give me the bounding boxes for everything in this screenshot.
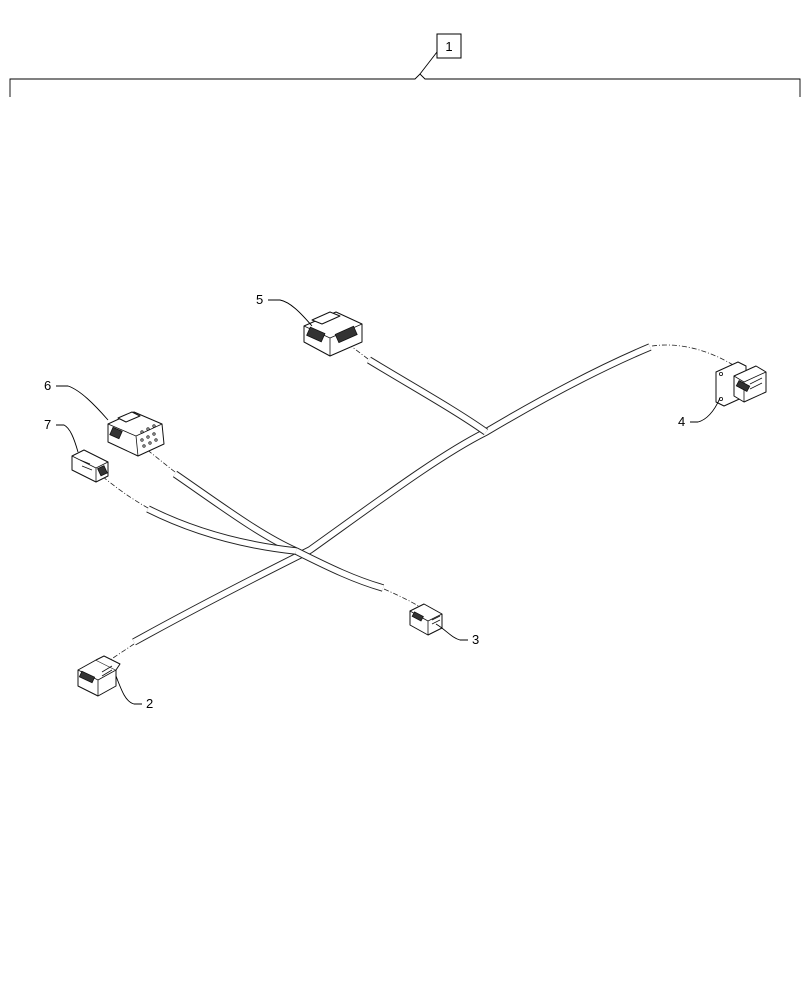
connector-2	[77, 655, 121, 697]
callout-3: 3	[472, 632, 479, 647]
callout-numbers: 2 3 4 5 6 7	[44, 292, 685, 711]
callout-6: 6	[44, 378, 51, 393]
connector-3	[409, 603, 443, 636]
wire-branch-7	[146, 505, 297, 555]
harness-wires	[132, 343, 652, 646]
callout-leaders	[56, 299, 721, 705]
connector-7	[71, 449, 109, 483]
connector-6	[107, 411, 165, 457]
connector-5	[303, 311, 363, 357]
connection-links	[101, 339, 739, 661]
connector-4	[715, 361, 767, 407]
assembly-callout-number: 1	[445, 39, 452, 54]
assembly-callout-box	[436, 33, 462, 59]
callout-5: 5	[256, 292, 263, 307]
callout-2: 2	[146, 696, 153, 711]
callout-4: 4	[678, 414, 685, 429]
assembly-bracket: 1	[9, 33, 801, 97]
callout-7: 7	[44, 417, 51, 432]
